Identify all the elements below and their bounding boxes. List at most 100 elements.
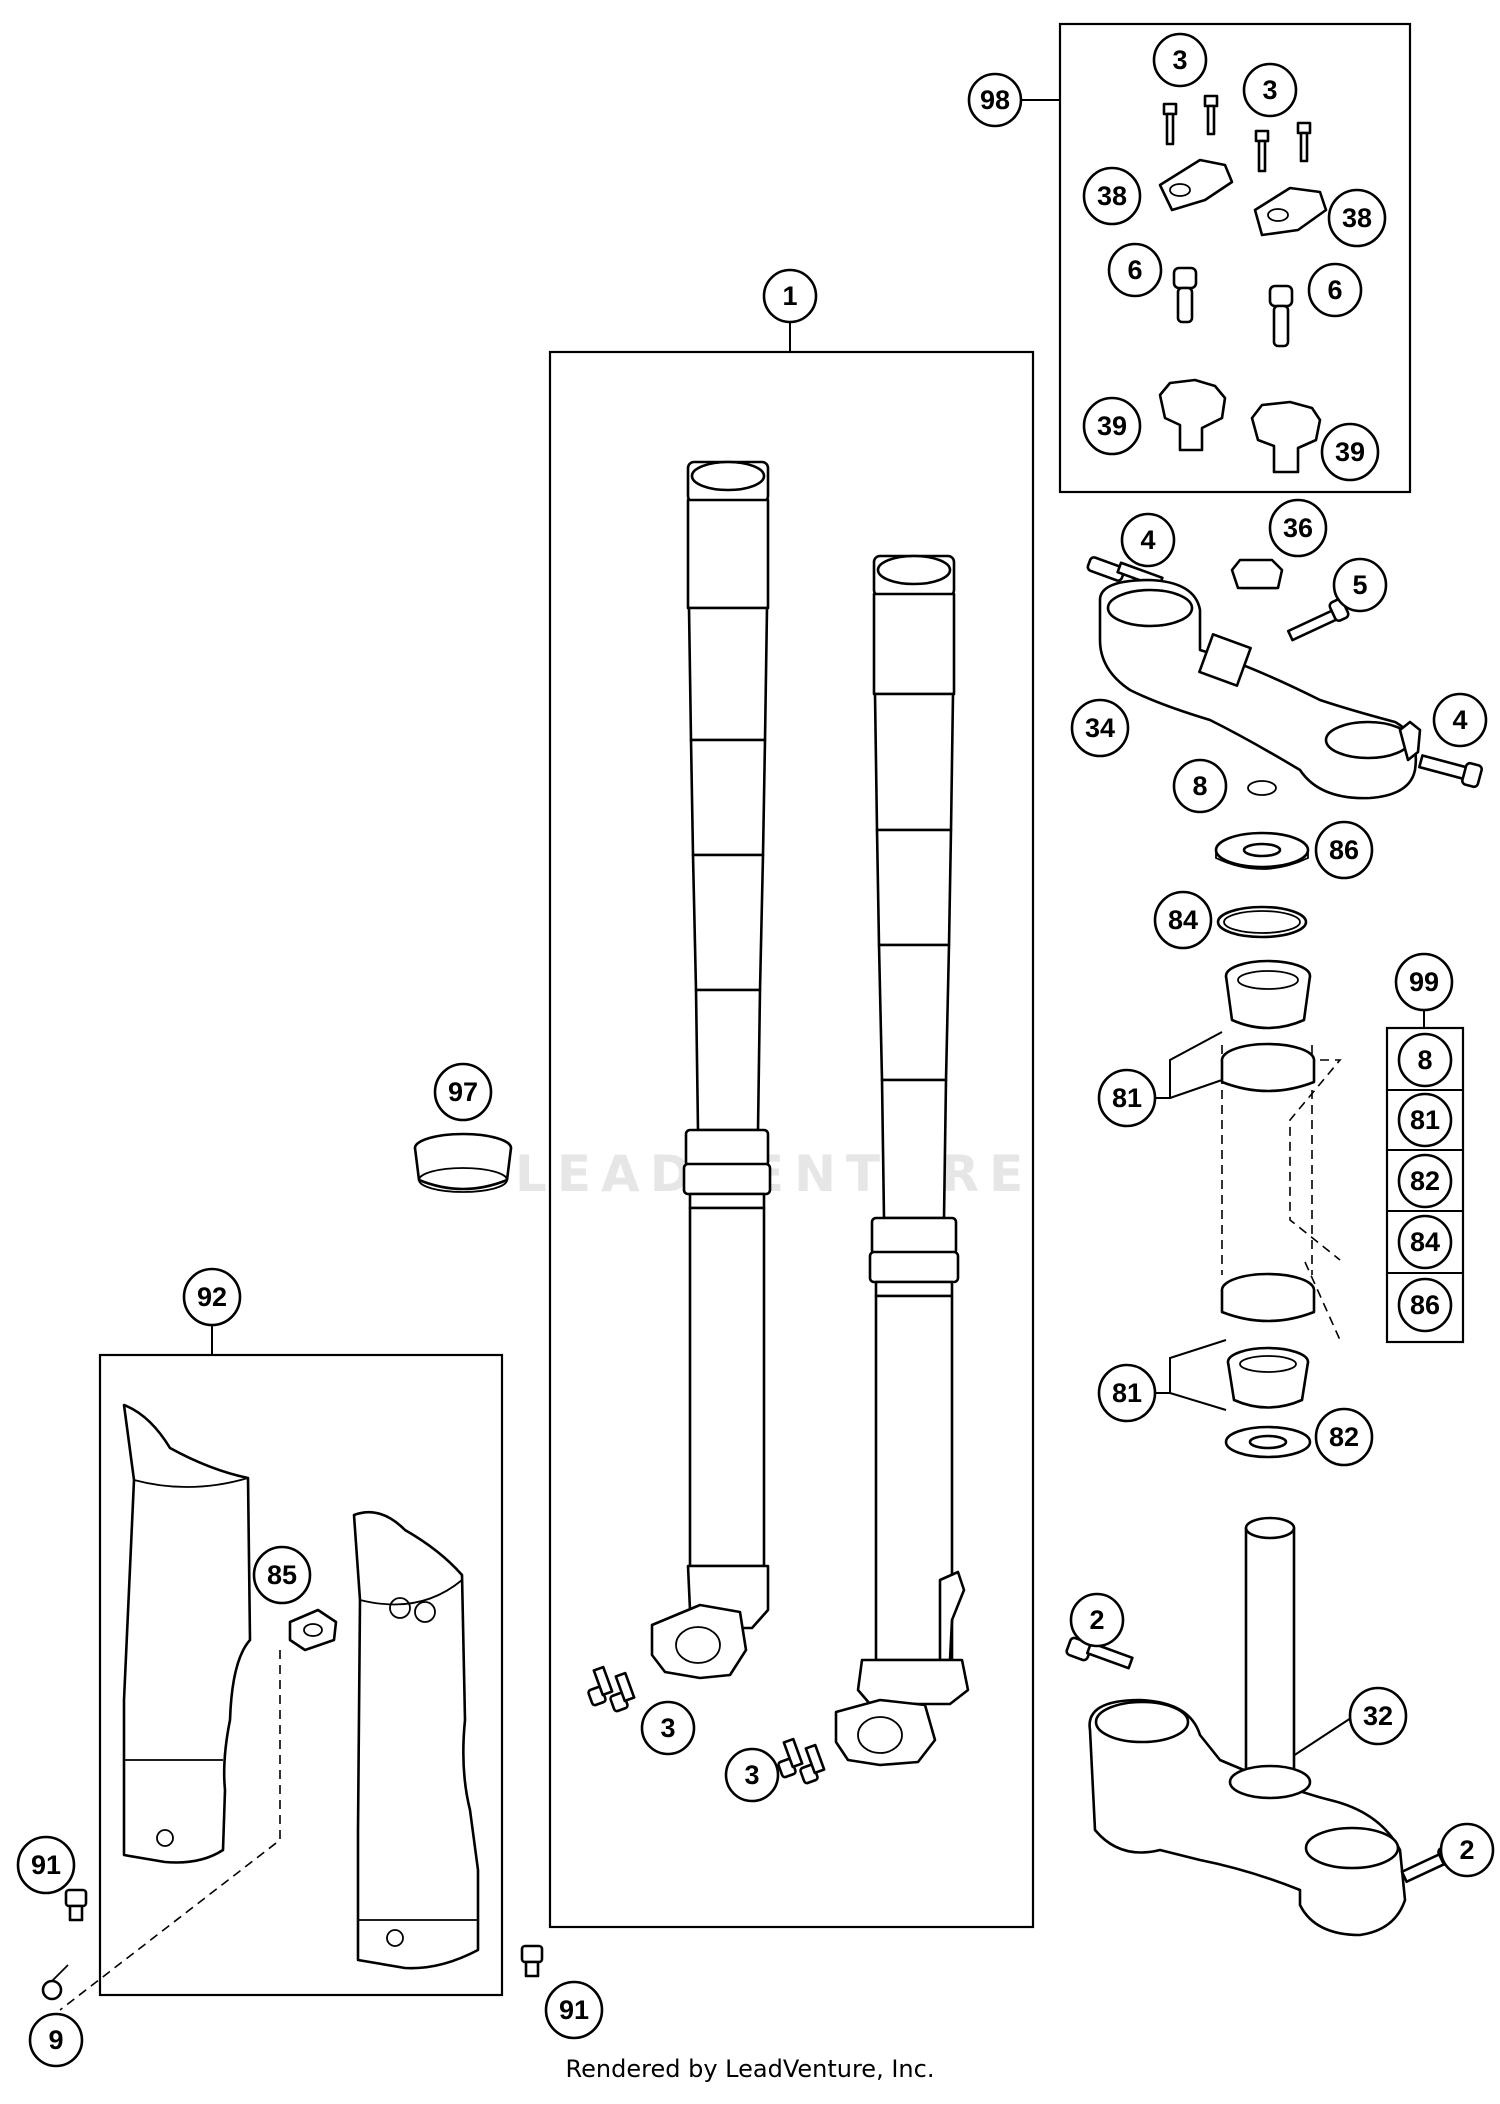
svg-text:5: 5 bbox=[1352, 570, 1367, 600]
svg-text:84: 84 bbox=[1410, 1227, 1440, 1257]
screw-icon bbox=[1162, 94, 1312, 173]
callout-6: 6 bbox=[1307, 262, 1363, 318]
seal-ring-84-icon bbox=[1216, 905, 1308, 939]
callout-82: 82 bbox=[1314, 1407, 1374, 1467]
cable-guide-icon bbox=[288, 1608, 338, 1652]
kit-99-item: 84 bbox=[1397, 1214, 1453, 1270]
callout-8: 8 bbox=[1172, 758, 1228, 814]
callout-6: 6 bbox=[1107, 242, 1163, 298]
kit-99-item: 8 bbox=[1397, 1032, 1453, 1088]
svg-text:3: 3 bbox=[1172, 45, 1187, 75]
svg-text:98: 98 bbox=[980, 85, 1010, 115]
footer-credit: Rendered by LeadVenture, Inc. bbox=[565, 2055, 935, 2083]
fork-protector-ring-icon bbox=[413, 1132, 513, 1193]
svg-text:4: 4 bbox=[1452, 705, 1467, 735]
callout-86: 86 bbox=[1314, 820, 1374, 880]
svg-text:34: 34 bbox=[1085, 713, 1115, 743]
upper-clamp-icon bbox=[1253, 186, 1328, 237]
svg-text:97: 97 bbox=[448, 1077, 478, 1107]
callout-5: 5 bbox=[1332, 557, 1388, 613]
steering-stem-bearings-icon bbox=[1214, 780, 1316, 1459]
callout-85: 85 bbox=[252, 1545, 312, 1605]
svg-text:9: 9 bbox=[48, 2025, 63, 2055]
svg-text:86: 86 bbox=[1329, 835, 1359, 865]
callout-99: 99 bbox=[1394, 952, 1454, 1012]
callout-3: 3 bbox=[1242, 62, 1298, 118]
svg-text:84: 84 bbox=[1168, 905, 1198, 935]
svg-text:38: 38 bbox=[1097, 181, 1127, 211]
guard-bolt-icon bbox=[64, 1888, 544, 1978]
callout-39: 39 bbox=[1082, 396, 1142, 456]
svg-text:39: 39 bbox=[1335, 437, 1365, 467]
callout-1: 1 bbox=[762, 268, 818, 324]
bolt-icon bbox=[1172, 266, 1294, 348]
screw-9-icon bbox=[41, 1964, 69, 2001]
lower-clamp-icon bbox=[1250, 400, 1322, 474]
callout-38: 38 bbox=[1327, 188, 1387, 248]
o-ring-8-icon bbox=[1247, 780, 1277, 796]
bearing-race-81-icon bbox=[1220, 1042, 1316, 1093]
callout-97: 97 bbox=[433, 1062, 493, 1122]
callout-81: 81 bbox=[1097, 1363, 1157, 1423]
svg-text:39: 39 bbox=[1097, 411, 1127, 441]
callout-36: 36 bbox=[1268, 498, 1328, 558]
callout-2: 2 bbox=[1069, 1592, 1125, 1648]
callout-98: 98 bbox=[967, 72, 1023, 128]
kit-98-frame bbox=[1058, 22, 1412, 494]
svg-text:6: 6 bbox=[1327, 275, 1342, 305]
callout-91: 91 bbox=[16, 1835, 76, 1895]
svg-text:81: 81 bbox=[1410, 1105, 1440, 1135]
svg-text:2: 2 bbox=[1089, 1605, 1104, 1635]
callout-91: 91 bbox=[544, 1980, 604, 2040]
svg-text:82: 82 bbox=[1329, 1422, 1359, 1452]
fork-leg-left-icon bbox=[650, 460, 772, 1680]
callout-3: 3 bbox=[724, 1747, 780, 1803]
svg-text:4: 4 bbox=[1140, 525, 1155, 555]
svg-text:32: 32 bbox=[1363, 1701, 1393, 1731]
lower-clamp-icon bbox=[1158, 378, 1227, 452]
svg-text:91: 91 bbox=[559, 1995, 589, 2025]
svg-text:92: 92 bbox=[197, 1282, 227, 1312]
callout-81: 81 bbox=[1097, 1068, 1157, 1128]
svg-text:86: 86 bbox=[1410, 1290, 1440, 1320]
leader-lines bbox=[211, 99, 1425, 1759]
taper-bearing-81-icon bbox=[1224, 959, 1312, 1030]
pinch-bolt-icon bbox=[587, 1665, 826, 1785]
bearing-race-81b-icon bbox=[1220, 1272, 1316, 1323]
svg-text:6: 6 bbox=[1127, 255, 1142, 285]
callout-92: 92 bbox=[182, 1267, 242, 1327]
callout-32: 32 bbox=[1348, 1686, 1408, 1746]
kit-99-item: 82 bbox=[1397, 1153, 1453, 1209]
fork-leg-right-icon bbox=[834, 554, 970, 1767]
svg-text:3: 3 bbox=[1262, 75, 1277, 105]
svg-text:99: 99 bbox=[1409, 967, 1439, 997]
svg-text:3: 3 bbox=[744, 1760, 759, 1790]
fork-guard-92-frame bbox=[98, 1353, 504, 1997]
svg-text:91: 91 bbox=[31, 1850, 61, 1880]
kit-99-item: 81 bbox=[1397, 1092, 1453, 1148]
taper-bearing-81b-icon bbox=[1226, 1346, 1310, 1409]
svg-text:8: 8 bbox=[1417, 1045, 1432, 1075]
handlebar-clamp-kit-98 bbox=[1158, 94, 1328, 474]
svg-text:38: 38 bbox=[1342, 203, 1372, 233]
svg-text:82: 82 bbox=[1410, 1166, 1440, 1196]
callout-9: 9 bbox=[28, 2012, 84, 2068]
svg-text:1: 1 bbox=[782, 281, 797, 311]
callout-38: 38 bbox=[1082, 166, 1142, 226]
callout-2: 2 bbox=[1439, 1822, 1495, 1878]
svg-text:81: 81 bbox=[1112, 1083, 1142, 1113]
callout-34: 34 bbox=[1070, 698, 1130, 758]
callout-4: 4 bbox=[1120, 512, 1176, 568]
fork-assembly-1-frame bbox=[548, 350, 1035, 1929]
callout-3: 3 bbox=[640, 1700, 696, 1756]
callout-4: 4 bbox=[1432, 692, 1488, 748]
fork-guard-left-icon bbox=[122, 1403, 252, 1864]
callout-39: 39 bbox=[1320, 422, 1380, 482]
callout-3: 3 bbox=[1152, 32, 1208, 88]
svg-text:85: 85 bbox=[267, 1560, 297, 1590]
svg-text:2: 2 bbox=[1459, 1835, 1474, 1865]
svg-text:36: 36 bbox=[1283, 513, 1313, 543]
upper-triple-clamp-icon bbox=[1086, 556, 1483, 800]
svg-text:8: 8 bbox=[1192, 771, 1207, 801]
